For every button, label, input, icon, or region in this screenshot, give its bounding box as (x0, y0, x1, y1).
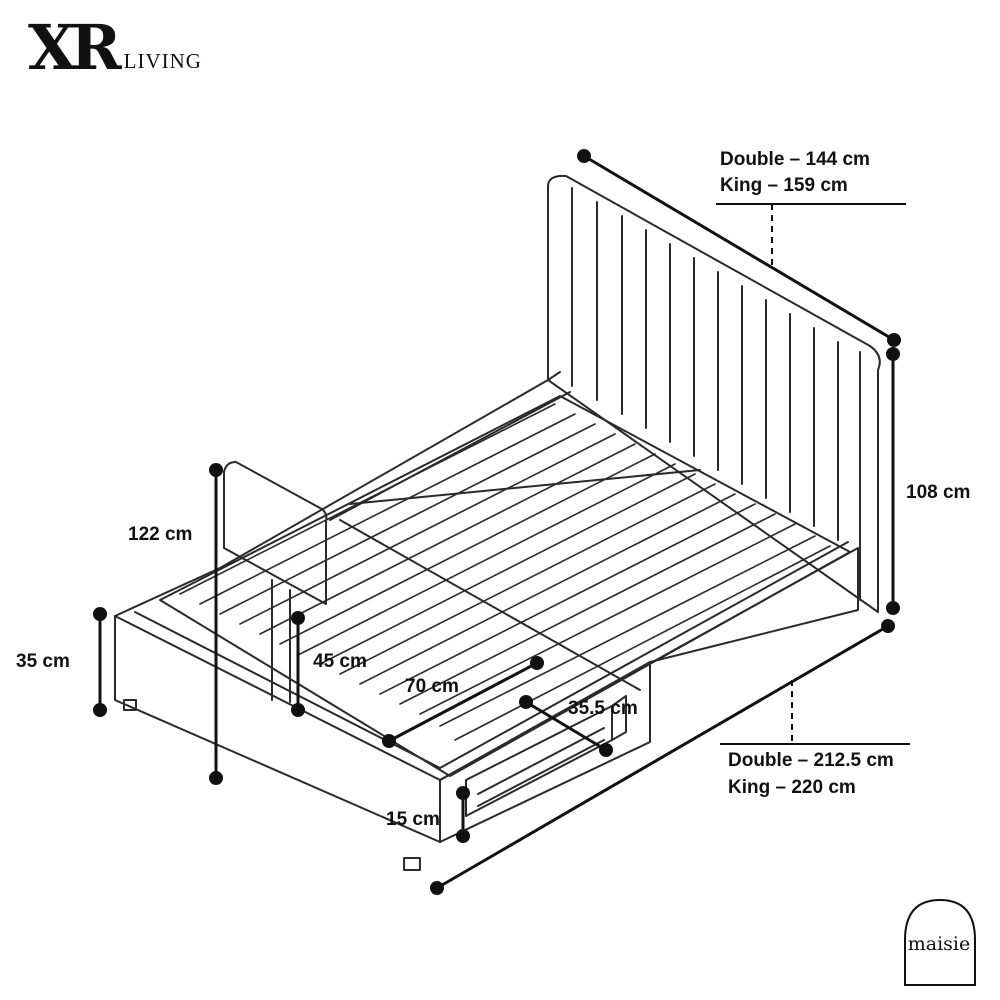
bed-foot-front (403, 857, 421, 871)
drawer-depth-dim-line (524, 700, 608, 752)
side-height-label: 35 cm (16, 651, 70, 672)
drawer-height-label: 15 cm (386, 809, 440, 830)
headboard-height-label: 108 cm (906, 482, 971, 503)
brand-mark: XR (28, 11, 122, 84)
side-height-end-b (93, 703, 107, 717)
footboard-height-end-b (209, 771, 223, 785)
drawer-depth-end-a (519, 695, 533, 709)
headboard-channels (571, 187, 861, 601)
brand-word: LIVING (123, 49, 202, 73)
footboard-panel (223, 461, 328, 605)
drawer-width-label: 70 cm (405, 676, 459, 697)
clearance-label: 45 cm (313, 651, 367, 672)
drawer-width-end-a (382, 734, 396, 748)
drawer-depth-label: 35.5 cm (568, 698, 638, 719)
drawer-width-end-b (530, 656, 544, 670)
slats (179, 403, 831, 741)
side-rail (219, 371, 571, 569)
footboard-height-label: 122 cm (128, 524, 193, 545)
drawer-width-dim-line (387, 661, 539, 743)
bed-foot-left (123, 699, 137, 711)
bed-base-side-panel (439, 661, 651, 781)
width-dim-end-b (887, 333, 901, 347)
bed-base-inner-rim (134, 541, 849, 769)
drawer-side (611, 695, 627, 741)
bed-base-top-rim (114, 567, 441, 843)
maisie-badge-arch (904, 898, 976, 986)
headboard-height-end-b (886, 601, 900, 615)
maisie-badge: maisie (898, 893, 980, 983)
brand-logo: XR LIVING (28, 11, 202, 84)
maisie-badge-text: maisie (907, 933, 971, 955)
width-king-label: King – 159 cm (720, 175, 848, 196)
drawer-handle (477, 727, 605, 807)
length-king-label: King – 220 cm (728, 777, 856, 798)
clearance-end-a (291, 611, 305, 625)
width-dim-line (582, 154, 896, 342)
drawer-height-end-a (456, 786, 470, 800)
length-double-label: Double – 212.5 cm (728, 750, 894, 771)
length-dim-line (435, 624, 890, 890)
width-dim-end-a (577, 149, 591, 163)
drawer-height-end-b (456, 829, 470, 843)
footboard-post (271, 579, 291, 703)
headboard-height-end-a (886, 347, 900, 361)
slat-frame (159, 395, 851, 777)
footboard-height-end-a (209, 463, 223, 477)
length-dim-end-a (430, 881, 444, 895)
clearance-end-b (291, 703, 305, 717)
length-dim-end-b (881, 619, 895, 633)
width-double-label: Double – 144 cm (720, 149, 870, 170)
headboard-outline (547, 174, 881, 613)
side-height-end-a (93, 607, 107, 621)
drawer-depth-end-b (599, 743, 613, 757)
